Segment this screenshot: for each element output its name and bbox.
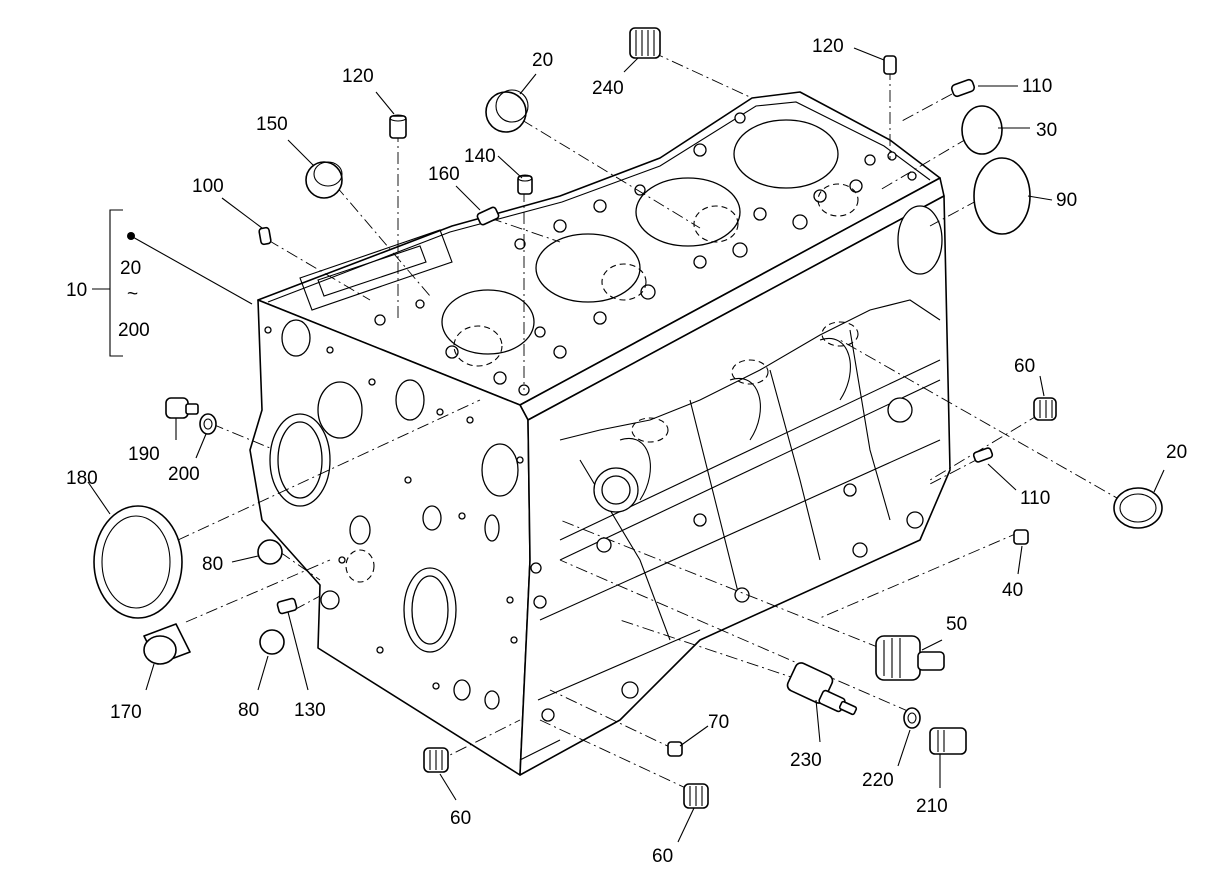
callout-230: 230 — [790, 750, 822, 771]
callout-30: 30 — [1036, 120, 1057, 141]
part-140-dowel — [517, 174, 533, 195]
part-60-bottomleft-plug — [423, 747, 449, 773]
callout-10-range-from: 20 — [120, 258, 141, 279]
callout-170: 170 — [110, 702, 142, 723]
part-70-plug — [667, 741, 683, 757]
callout-140: 140 — [464, 146, 496, 167]
part-90-plug — [973, 157, 1031, 235]
callout-10-range-tilde: ~ — [127, 284, 138, 305]
part-60-bottom-plug — [683, 783, 709, 809]
leader-lines — [87, 47, 1165, 843]
part-110-top-pin — [950, 78, 976, 98]
callout-20-right: 20 — [1166, 442, 1187, 463]
callout-labels: 10 20 ~ 200 20 20 30 40 50 60 60 60 70 8… — [66, 36, 1187, 867]
part-210-bolt — [929, 727, 967, 755]
alignment-lines — [177, 51, 1125, 791]
callout-210: 210 — [916, 796, 948, 817]
callout-160: 160 — [428, 164, 460, 185]
part-120-right-dowel — [883, 55, 897, 75]
part-110-mid-pin — [972, 447, 994, 463]
part-80-upper-plug — [257, 539, 283, 565]
callout-10-range-to: 200 — [118, 320, 150, 341]
part-50-sleeve — [875, 635, 945, 681]
callout-200: 200 — [168, 464, 200, 485]
part-170-bushing — [143, 623, 191, 665]
cylinder-block — [249, 91, 951, 776]
callout-80-upper: 80 — [202, 554, 223, 575]
callout-80-lower: 80 — [238, 700, 259, 721]
callout-240: 240 — [592, 78, 624, 99]
callout-180: 180 — [66, 468, 98, 489]
part-150-cap — [305, 161, 343, 199]
callout-70: 70 — [708, 712, 729, 733]
callout-50: 50 — [946, 614, 967, 635]
part-20-top-cap — [485, 89, 529, 133]
callout-110-top: 110 — [1022, 76, 1052, 97]
part-230-sensor — [786, 662, 858, 716]
part-190-bolt — [165, 397, 199, 419]
callout-10: 10 — [66, 280, 87, 301]
callout-60-bottomleft: 60 — [450, 808, 471, 829]
part-160-bolt — [476, 206, 500, 226]
callout-150: 150 — [256, 114, 288, 135]
part-80-lower-plug — [259, 629, 285, 655]
callout-90: 90 — [1056, 190, 1077, 211]
callout-190: 190 — [128, 444, 160, 465]
part-120-left-dowel — [389, 114, 407, 139]
callout-120-left: 120 — [342, 66, 374, 87]
part-60-topright-plug — [1033, 397, 1057, 421]
part-40-plug — [1013, 529, 1029, 545]
callout-20-top: 20 — [532, 50, 553, 71]
callout-110-mid: 110 — [1020, 488, 1050, 509]
part-180-seal — [93, 505, 183, 619]
callout-60-bottom: 60 — [652, 846, 673, 867]
part-200-washer — [199, 413, 217, 435]
callout-60-topright: 60 — [1014, 356, 1035, 377]
callout-220: 220 — [862, 770, 894, 791]
callout-130: 130 — [294, 700, 326, 721]
part-100-pin — [258, 226, 272, 246]
callout-100: 100 — [192, 176, 224, 197]
part-30-plug — [961, 105, 1003, 155]
part-20-right-seal — [1113, 487, 1163, 529]
part-240-plug — [629, 27, 661, 59]
callout-120-right: 120 — [812, 36, 844, 57]
callout-40: 40 — [1002, 580, 1023, 601]
part-130-pin — [276, 597, 298, 615]
part-220-washer — [903, 707, 921, 729]
